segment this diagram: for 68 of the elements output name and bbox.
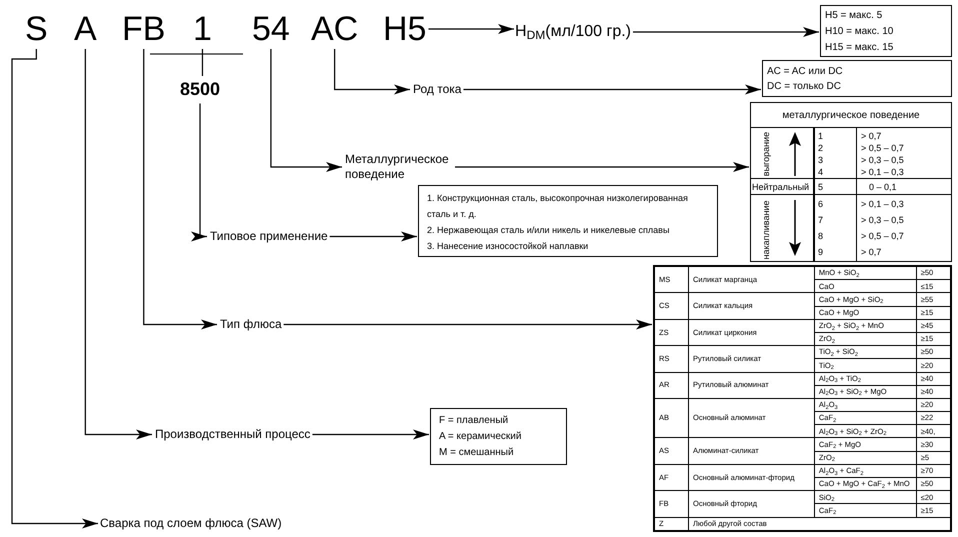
connector-arrow bbox=[428, 24, 514, 34]
explanation-line: AC = AC или DC bbox=[767, 65, 844, 79]
explanation-box bbox=[820, 5, 952, 57]
connector-arrow bbox=[143, 49, 217, 330]
explanation-line: 1. Конструкционная сталь, высокопрочная низколегированная сталь и т. д. bbox=[427, 192, 689, 221]
range-value: > 0,3 – 0,5 bbox=[861, 154, 904, 166]
direction-label: накапливание bbox=[760, 200, 772, 262]
explanation-line: H15 = макс. 15 bbox=[825, 41, 894, 55]
explanation-line: H5 = макс. 5 bbox=[825, 9, 884, 23]
explanation-line: F = плавленый bbox=[439, 414, 510, 428]
explanation-box bbox=[430, 408, 567, 465]
connector-arrow bbox=[334, 49, 410, 94]
category-label: Металлургическое поведение bbox=[345, 152, 453, 182]
category-label: Тип флюса bbox=[220, 317, 282, 332]
range-value: > 0,7 bbox=[861, 246, 882, 258]
range-value: > 0,3 – 0,5 bbox=[861, 214, 904, 226]
code-letter: A bbox=[74, 12, 97, 46]
class-number: 5 bbox=[818, 181, 824, 193]
range-value: > 0,1 – 0,3 bbox=[861, 198, 904, 210]
range-value: > 0,7 bbox=[861, 130, 882, 142]
category-label: Типовое применение bbox=[210, 229, 328, 244]
connector-arrow bbox=[191, 104, 207, 242]
connector-arrow bbox=[312, 430, 429, 440]
code-letter: 54 bbox=[252, 12, 290, 46]
code-letter: AC bbox=[311, 12, 358, 46]
explanation-box bbox=[762, 60, 952, 97]
code-number: 8500 bbox=[180, 78, 220, 100]
connector-arrow bbox=[633, 27, 819, 37]
range-value: > 0,1 – 0,3 bbox=[861, 166, 904, 178]
class-number: 6 bbox=[818, 198, 824, 210]
explanation-line: 3. Нанесение износостойкой наплавки bbox=[427, 240, 590, 253]
code-letter: S bbox=[25, 12, 48, 46]
category-label: Производственный процесс bbox=[155, 427, 310, 442]
metallurgy-table bbox=[750, 102, 952, 262]
connector-arrow bbox=[84, 49, 152, 440]
class-number: 7 bbox=[818, 214, 824, 226]
range-value: > 0,5 – 0,7 bbox=[861, 142, 904, 154]
class-number: 3 bbox=[818, 154, 824, 166]
code-letter: H5 bbox=[383, 12, 426, 46]
connector-arrow bbox=[455, 162, 749, 172]
category-label: Род тока bbox=[413, 82, 462, 97]
class-number: 8 bbox=[818, 230, 824, 242]
explanation-line: M = смешанный bbox=[439, 446, 515, 460]
class-number: 1 bbox=[818, 130, 824, 142]
class-number: 9 bbox=[818, 246, 824, 258]
explanation-line: 2. Нержавеющая сталь и/или никель и никелевые сплавы bbox=[427, 224, 670, 237]
category-label: Сварка под слоем флюса (SAW) bbox=[100, 516, 282, 531]
connector-arrow bbox=[270, 49, 342, 172]
flux-type-table bbox=[653, 265, 952, 532]
class-number: 4 bbox=[818, 166, 824, 178]
direction-label: выгорание bbox=[760, 130, 772, 178]
table-heading: металлургическое поведение bbox=[782, 108, 920, 122]
code-letter: FB bbox=[122, 12, 166, 46]
code-letter: 1 bbox=[193, 12, 212, 46]
formula-text: H$_{DM}$(мл/100 гр.) bbox=[515, 22, 631, 42]
explanation-line: DC = только DC bbox=[767, 80, 842, 94]
range-value: 0 – 0,1 bbox=[869, 181, 897, 193]
class-number: 2 bbox=[818, 142, 824, 154]
range-value: > 0,5 – 0,7 bbox=[861, 230, 904, 242]
explanation-box bbox=[418, 185, 718, 257]
connector-arrow bbox=[330, 232, 417, 242]
row-label: Нейтральный bbox=[752, 181, 810, 193]
connector-arrow bbox=[463, 84, 761, 94]
explanation-line: H10 = макс. 10 bbox=[825, 25, 894, 39]
explanation-line: A = керамический bbox=[439, 430, 522, 444]
connector-arrow bbox=[11, 49, 98, 528]
connector-arrow bbox=[284, 320, 652, 330]
connector-line bbox=[202, 49, 204, 76]
